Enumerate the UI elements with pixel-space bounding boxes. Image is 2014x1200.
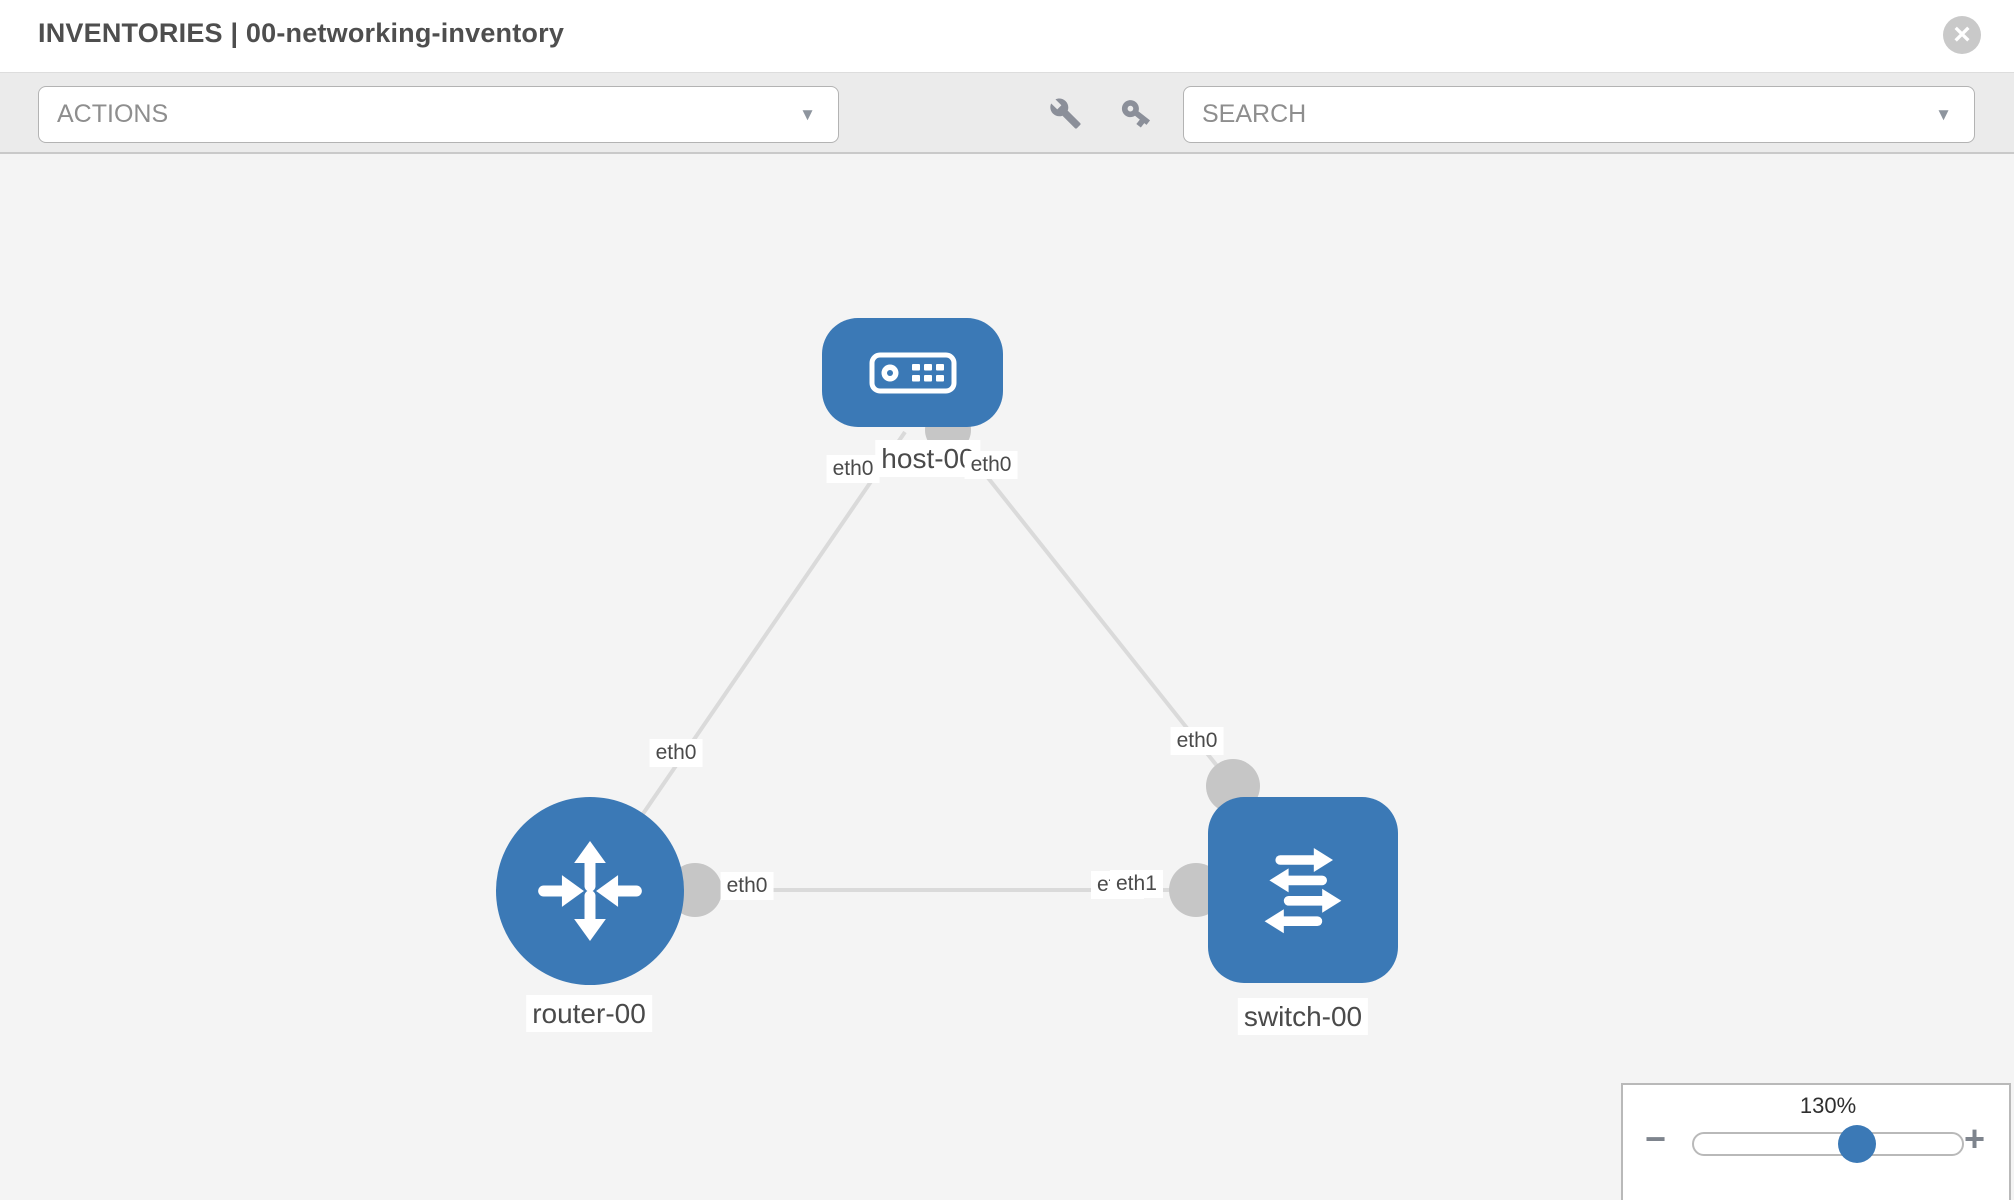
zoom-slider-track[interactable]: [1692, 1132, 1964, 1156]
interface-label-router-top: eth0: [649, 739, 703, 768]
host-icon: [869, 352, 956, 393]
chevron-down-icon: ▼: [799, 104, 816, 124]
actions-dropdown-label: ACTIONS: [57, 100, 169, 128]
switch-icon: [1264, 848, 1342, 934]
zoom-slider-thumb[interactable]: [1838, 1125, 1876, 1163]
node-router-00[interactable]: [496, 797, 684, 985]
link-host-switch[interactable]: [948, 428, 1235, 788]
search-dropdown-label: SEARCH: [1202, 100, 1307, 128]
zoom-in-button[interactable]: +: [1964, 1118, 1986, 1159]
credentials-button[interactable]: [1114, 91, 1158, 135]
wrench-icon: [1049, 98, 1081, 129]
zoom-level-value: 130%: [1799, 1093, 1857, 1118]
node-label-router: router-00: [526, 995, 652, 1032]
configure-button[interactable]: [1043, 91, 1087, 135]
page-title: INVENTORIES | 00-networking-inventory: [38, 18, 565, 48]
interface-label-router-right: eth0: [720, 872, 774, 901]
router-icon: [538, 840, 642, 942]
interface-label-host-left: eth0: [826, 455, 880, 484]
header-bar: INVENTORIES | 00-networking-inventory ×: [0, 0, 2014, 73]
toolbar: ACTIONS ▼ SEARCH ▼: [0, 73, 2014, 154]
zoom-control-panel: 130% − +: [1621, 1083, 2011, 1200]
search-dropdown[interactable]: SEARCH ▼: [1183, 86, 1975, 143]
node-label-host: host-00: [875, 440, 981, 477]
zoom-out-button[interactable]: −: [1645, 1118, 1667, 1159]
node-host-00[interactable]: [822, 318, 1003, 427]
interface-label-switch-left-eth1: eth1: [1110, 870, 1163, 899]
close-glyph: ×: [1953, 18, 1971, 51]
key-icon: [1121, 100, 1151, 128]
node-label-switch: switch-00: [1237, 998, 1369, 1035]
node-switch-00[interactable]: [1208, 797, 1398, 983]
interface-label-host-right: eth0: [964, 451, 1018, 480]
chevron-down-icon: ▼: [1935, 104, 1952, 124]
interface-label-switch-top: eth0: [1170, 727, 1224, 756]
close-icon[interactable]: ×: [1943, 16, 1981, 54]
actions-dropdown[interactable]: ACTIONS ▼: [38, 86, 839, 143]
